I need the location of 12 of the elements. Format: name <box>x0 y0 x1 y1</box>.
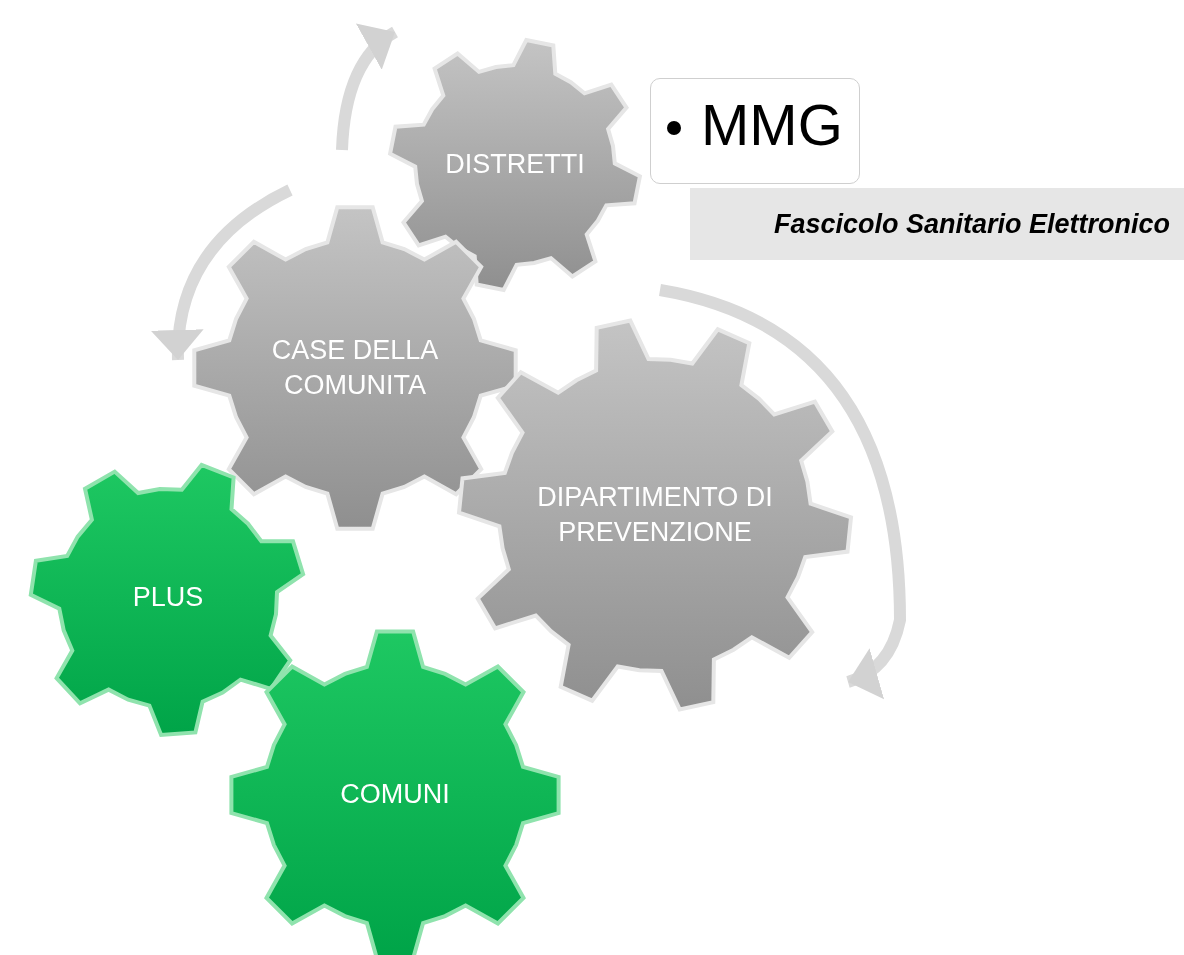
text-card <box>650 78 860 184</box>
gear <box>387 37 643 293</box>
gear <box>227 627 563 955</box>
gear-label: COMUNI <box>340 778 450 812</box>
gear <box>455 315 855 715</box>
gear-label: DISTRETTI <box>445 148 585 182</box>
bullet-item: MMG <box>701 91 843 158</box>
gear-label: DIPARTIMENTO DI PREVENZIONE <box>536 480 774 549</box>
gear <box>190 203 520 533</box>
text-band: Fascicolo Sanitario Elettronico <box>690 188 1184 260</box>
gear-label: CASE DELLA COMUNITA <box>270 333 440 402</box>
gear-label: PLUS <box>132 581 204 615</box>
